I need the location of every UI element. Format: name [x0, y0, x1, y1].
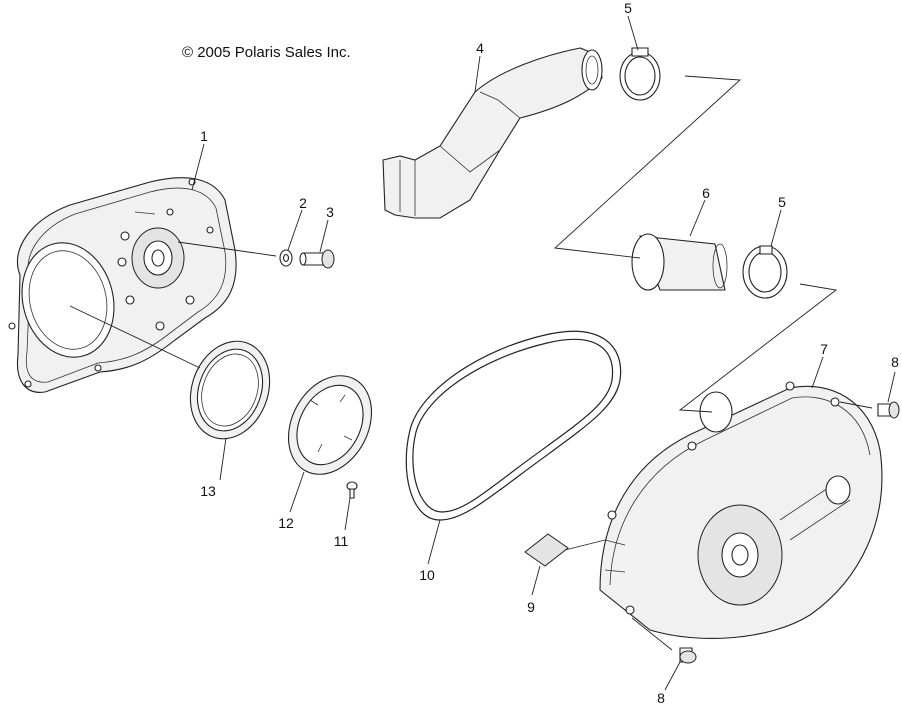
callout-10: 10: [419, 567, 435, 583]
assembly-lines: [69, 75, 873, 651]
callout-4: 4: [476, 40, 484, 56]
part-washer: [279, 249, 293, 267]
callout-11: 11: [333, 533, 349, 549]
part-air-duct: [382, 47, 603, 219]
callout-7: 7: [820, 341, 828, 357]
part-inner-cover: [8, 177, 237, 393]
callout-13: 13: [200, 483, 216, 499]
callout-12: 12: [278, 515, 294, 531]
part-clamp-lower: [742, 245, 788, 299]
copyright-notice: © 2005 Polaris Sales Inc.: [182, 44, 351, 61]
callout-6: 6: [702, 185, 710, 201]
part-screw-11: [346, 481, 358, 499]
callout-3: 3: [326, 204, 334, 220]
part-seal: [189, 340, 271, 440]
part-plate: [287, 375, 373, 475]
callout-9: 9: [527, 599, 535, 615]
part-belt: [405, 330, 622, 521]
callout-5-lower: 5: [778, 194, 786, 210]
part-tube: [631, 233, 728, 291]
callout-8-upper: 8: [891, 354, 899, 370]
part-bolt-8-lower: [679, 647, 697, 664]
callout-2: 2: [299, 195, 307, 211]
callout-8-lower: 8: [657, 690, 665, 706]
part-bolt-8-upper: [877, 401, 900, 419]
part-clamp-top: [619, 47, 661, 101]
callout-1: 1: [200, 128, 208, 144]
callout-5-top: 5: [624, 0, 632, 16]
part-decal: [524, 533, 569, 567]
part-bolt-3: [299, 249, 335, 269]
leader-lines: [191, 15, 896, 691]
part-outer-cover: [599, 381, 883, 639]
